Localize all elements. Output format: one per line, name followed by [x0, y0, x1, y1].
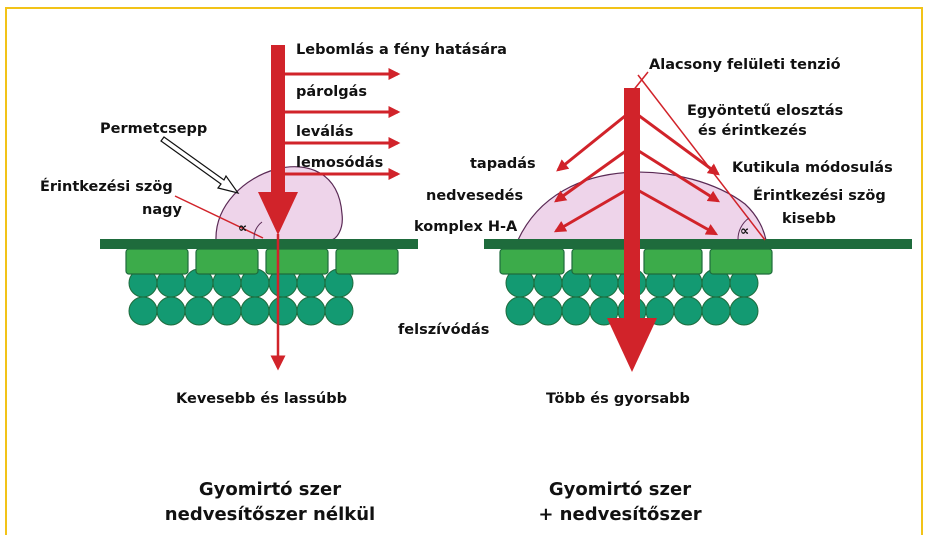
wetting-label: nedvesedés [426, 189, 523, 204]
right-angle-symbol: ∝ [740, 225, 749, 239]
left-cuticle-layer [100, 239, 418, 249]
process-label-evaporation: párolgás [296, 85, 367, 100]
process-label-light-degradation: Lebomlás a fény hatására [296, 43, 507, 58]
left-contact-angle-label: Érintkezési szög [40, 180, 173, 195]
right-main-arrow-head [607, 318, 657, 372]
process-label-washoff: lemosódás [296, 156, 383, 171]
right-caption-line1: Gyomirtó szer [470, 478, 770, 501]
right-droplet [518, 172, 766, 240]
spread-arrow [558, 112, 630, 170]
distribution-label: Egyöntetű elosztás [687, 104, 843, 119]
right-caption-line2: + nedvesítőszer [470, 503, 770, 526]
left-angle-symbol: ∝ [238, 222, 247, 236]
left-caption-line1: Gyomirtó szer [120, 478, 420, 501]
right-contact-angle-value: kisebb [782, 212, 836, 227]
cuticle-modification-label: Kutikula módosulás [732, 161, 893, 176]
right-cuticle-layer [484, 239, 912, 249]
complex-label: komplex H-A [414, 220, 517, 235]
distribution-label-line2: és érintkezés [698, 124, 807, 139]
adhesion-label: tapadás [470, 157, 536, 172]
uptake-label: felszívódás [398, 323, 489, 338]
right-contact-angle-label: Érintkezési szög [753, 189, 886, 204]
right-result-label: Több és gyorsabb [546, 392, 690, 407]
left-contact-angle-value: nagy [142, 203, 182, 218]
spread-arrow [634, 112, 718, 174]
left-leaf-cells [126, 249, 398, 325]
left-result-label: Kevesebb és lassúbb [176, 392, 347, 407]
surface-tension-label: Alacsony felületi tenzió [649, 58, 841, 73]
process-label-detachment: leválás [296, 125, 353, 140]
left-caption-line2: nedvesítőszer nélkül [120, 503, 420, 526]
droplet-label: Permetcsepp [100, 122, 207, 137]
